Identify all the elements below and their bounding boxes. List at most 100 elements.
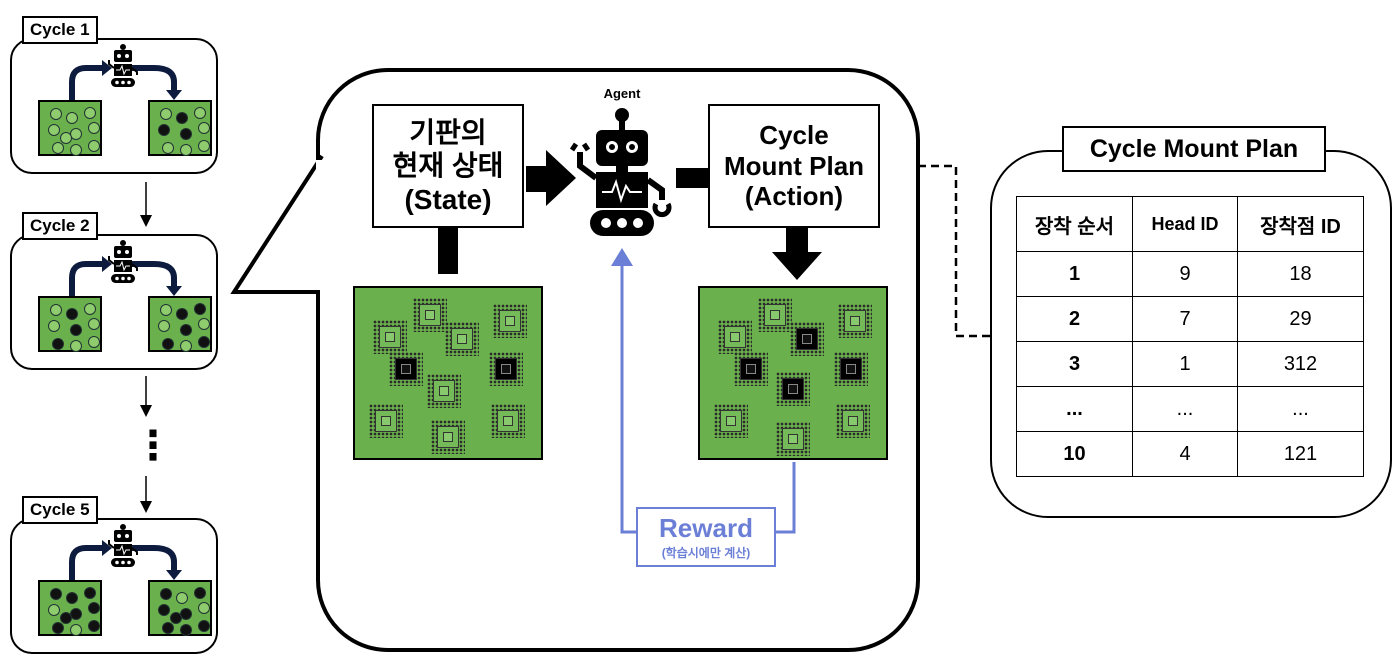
chip-icon (176, 308, 188, 320)
chip-icon (194, 303, 206, 315)
chip-icon (60, 612, 72, 624)
chip-icon (70, 340, 82, 352)
mini-robot-icon (69, 240, 182, 296)
cycle-board-after (148, 100, 212, 156)
chip-icon (180, 144, 192, 156)
chip-icon (84, 107, 96, 119)
chip-icon (838, 304, 872, 338)
cell-point: 312 (1237, 341, 1364, 387)
cell-point: 18 (1237, 251, 1364, 297)
cell-order: ... (1016, 386, 1133, 432)
action-box: Cycle Mount Plan (Action) (708, 104, 880, 228)
chip-icon (734, 352, 768, 386)
chip-icon (714, 404, 748, 438)
state-box: 기판의 현재 상태 (State) (372, 104, 524, 228)
chip-icon (48, 320, 60, 332)
agent-label: Agent (603, 86, 641, 101)
chip-icon (160, 108, 172, 120)
chip-icon (158, 320, 170, 332)
chip-icon (88, 620, 100, 632)
chip-icon (431, 420, 465, 454)
chip-icon (48, 124, 60, 136)
chip-icon (198, 620, 210, 632)
chip-icon (198, 122, 210, 134)
chip-icon (194, 587, 206, 599)
chip-icon (198, 336, 210, 348)
chip-icon (176, 112, 188, 124)
chip-icon (66, 112, 78, 124)
chip-icon (493, 304, 527, 338)
table-row: ... ... ... (1016, 386, 1364, 432)
ellipsis-dots: ⋮ (133, 424, 173, 468)
mini-robot-icon (69, 524, 182, 580)
robot-icon (569, 108, 672, 236)
cell-order: 1 (1016, 251, 1133, 297)
chip-icon (413, 298, 447, 332)
chip-icon (836, 404, 870, 438)
reward-note: (학습시에만 계산) (661, 546, 751, 560)
cycle-board-before (38, 100, 102, 156)
state-to-board-bar (438, 228, 458, 274)
header-mount-order: 장착 순서 (1016, 196, 1133, 252)
bubble-pointer (230, 154, 328, 294)
header-head-id: Head ID (1132, 196, 1238, 252)
chip-icon (758, 298, 792, 332)
dashed-connector (881, 156, 990, 338)
chip-icon (88, 318, 100, 330)
chip-icon (158, 604, 170, 616)
chip-icon (491, 404, 525, 438)
chip-icon (66, 308, 78, 320)
reward-arrowhead (611, 248, 633, 266)
chip-icon (48, 604, 60, 616)
cell-head: ... (1132, 386, 1238, 432)
action-line-3: (Action) (744, 181, 844, 212)
chip-icon (66, 592, 78, 604)
table-row: 2 7 29 (1016, 296, 1364, 342)
chip-icon (52, 622, 64, 634)
reward-title: Reward (659, 513, 753, 543)
chip-icon (180, 324, 192, 336)
cell-order: 2 (1016, 296, 1133, 342)
cell-head: 9 (1132, 251, 1238, 297)
chip-icon (176, 592, 188, 604)
reward-box: Reward (학습시에만 계산) (636, 507, 776, 567)
chip-icon (180, 624, 192, 636)
cycle-board-before (38, 580, 102, 636)
action-line-2: Mount Plan (723, 150, 865, 181)
chip-icon (162, 142, 174, 154)
chip-icon (88, 140, 100, 152)
table-header-row: 장착 순서 Head ID 장착점 ID (1016, 196, 1364, 252)
chip-icon (790, 322, 824, 356)
chip-icon (194, 107, 206, 119)
cell-point: 29 (1237, 296, 1364, 342)
chip-icon (776, 422, 810, 456)
chip-icon (50, 588, 62, 600)
chip-icon (198, 318, 210, 330)
table-row: 3 1 312 (1016, 341, 1364, 387)
cycle-board-after (148, 580, 212, 636)
chip-icon (88, 122, 100, 134)
chip-icon (158, 124, 170, 136)
chip-icon (50, 108, 62, 120)
cell-head: 7 (1132, 296, 1238, 342)
agent-to-action-bar (676, 168, 708, 188)
action-board (698, 286, 888, 460)
action-line-1: Cycle (759, 119, 829, 150)
chip-icon (160, 304, 172, 316)
chip-icon (70, 144, 82, 156)
cycle-board-before (38, 296, 102, 352)
cell-head: 4 (1132, 431, 1238, 477)
action-to-board-arrow (772, 228, 822, 280)
chip-icon (50, 304, 62, 316)
chip-icon (389, 352, 423, 386)
chip-icon (489, 352, 523, 386)
chip-icon (718, 320, 752, 354)
cycle-label: Cycle 5 (22, 496, 98, 524)
state-line-1: 기판의 (409, 117, 487, 149)
table-row: 1 9 18 (1016, 251, 1364, 297)
cycle-label: Cycle 2 (22, 212, 98, 240)
cycle-board-after (148, 296, 212, 352)
chip-icon (52, 338, 64, 350)
